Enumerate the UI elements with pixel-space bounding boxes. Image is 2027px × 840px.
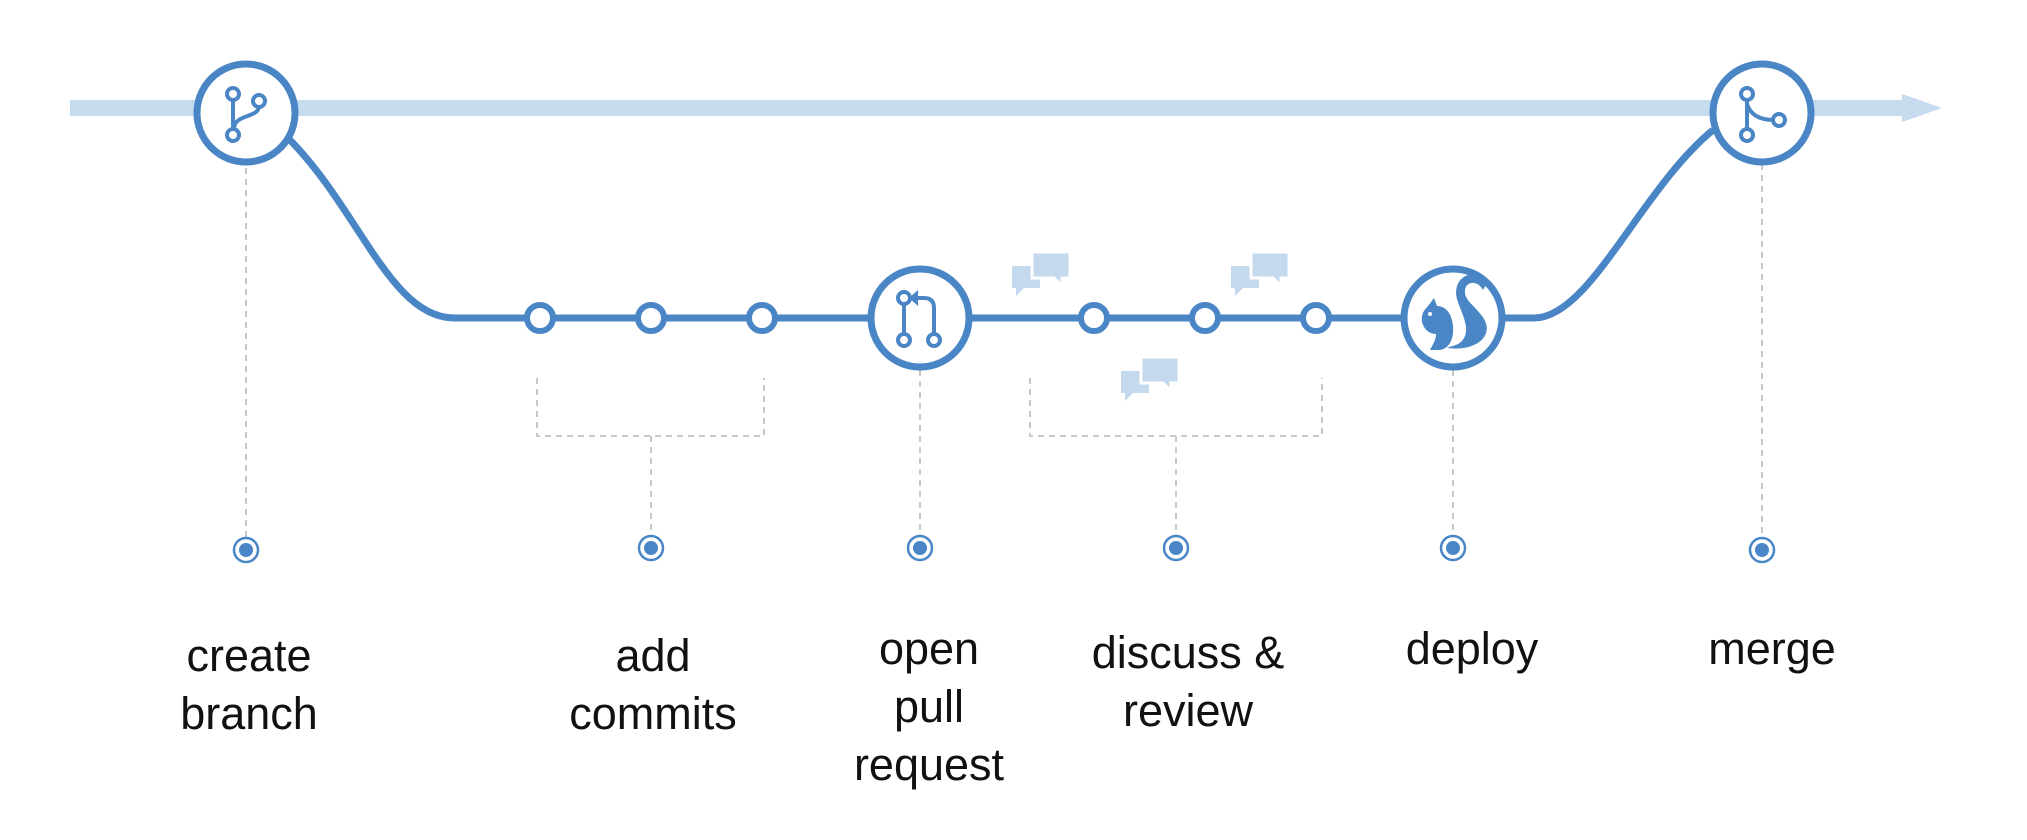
step-label-create-branch: create branch <box>129 627 369 743</box>
merge-icon <box>1739 86 1787 143</box>
step-markers <box>232 534 1776 564</box>
pull-request-node <box>867 265 973 371</box>
commit-node <box>1189 302 1221 334</box>
comment-bubbles-icon <box>1121 355 1181 401</box>
commit-node <box>635 302 667 334</box>
commit-nodes <box>524 302 1332 334</box>
merge-node <box>1709 60 1815 166</box>
target-dot-icon <box>637 534 665 562</box>
commit-node <box>1078 302 1110 334</box>
step-label-line: open <box>878 623 980 674</box>
step-label-discuss-review: discuss & review <box>1068 624 1308 740</box>
target-dot-icon <box>906 534 934 562</box>
commit-node <box>1300 302 1332 334</box>
step-label-line: create <box>186 630 312 681</box>
main-timeline <box>70 94 1942 122</box>
dashed-connectors <box>245 164 1763 548</box>
deploy-node <box>1400 265 1506 371</box>
comment-bubbles-icon <box>1231 250 1291 296</box>
step-label-line: add <box>615 630 691 681</box>
step-label-line: deploy <box>1405 623 1539 674</box>
step-label-deploy: deploy <box>1352 620 1592 678</box>
comment-bubbles-icon <box>1012 250 1072 296</box>
step-label-line: discuss & <box>1091 627 1285 678</box>
step-label-open-pull-request: open pull request <box>809 620 1049 794</box>
feature-branch-line <box>285 127 1716 322</box>
step-label-add-commits: add commits <box>533 627 773 743</box>
target-dot-icon <box>1162 534 1190 562</box>
branch-icon <box>225 86 267 143</box>
create-branch-node <box>193 60 299 166</box>
target-dot-icon <box>232 536 260 564</box>
commit-node <box>746 302 778 334</box>
step-label-line: request <box>853 739 1005 790</box>
step-label-merge: merge <box>1652 620 1892 678</box>
timeline-arrowhead <box>1902 94 1942 122</box>
target-dot-icon <box>1439 534 1467 562</box>
squirrel-icon <box>1421 274 1487 350</box>
step-label-line: pull <box>893 681 965 732</box>
commit-node <box>524 302 556 334</box>
target-dot-icon <box>1748 536 1776 564</box>
step-label-line: merge <box>1708 623 1836 674</box>
step-label-line: branch <box>180 688 318 739</box>
step-label-line: review <box>1122 685 1254 736</box>
step-label-line: commits <box>569 688 737 739</box>
pull-request-icon <box>896 290 942 348</box>
